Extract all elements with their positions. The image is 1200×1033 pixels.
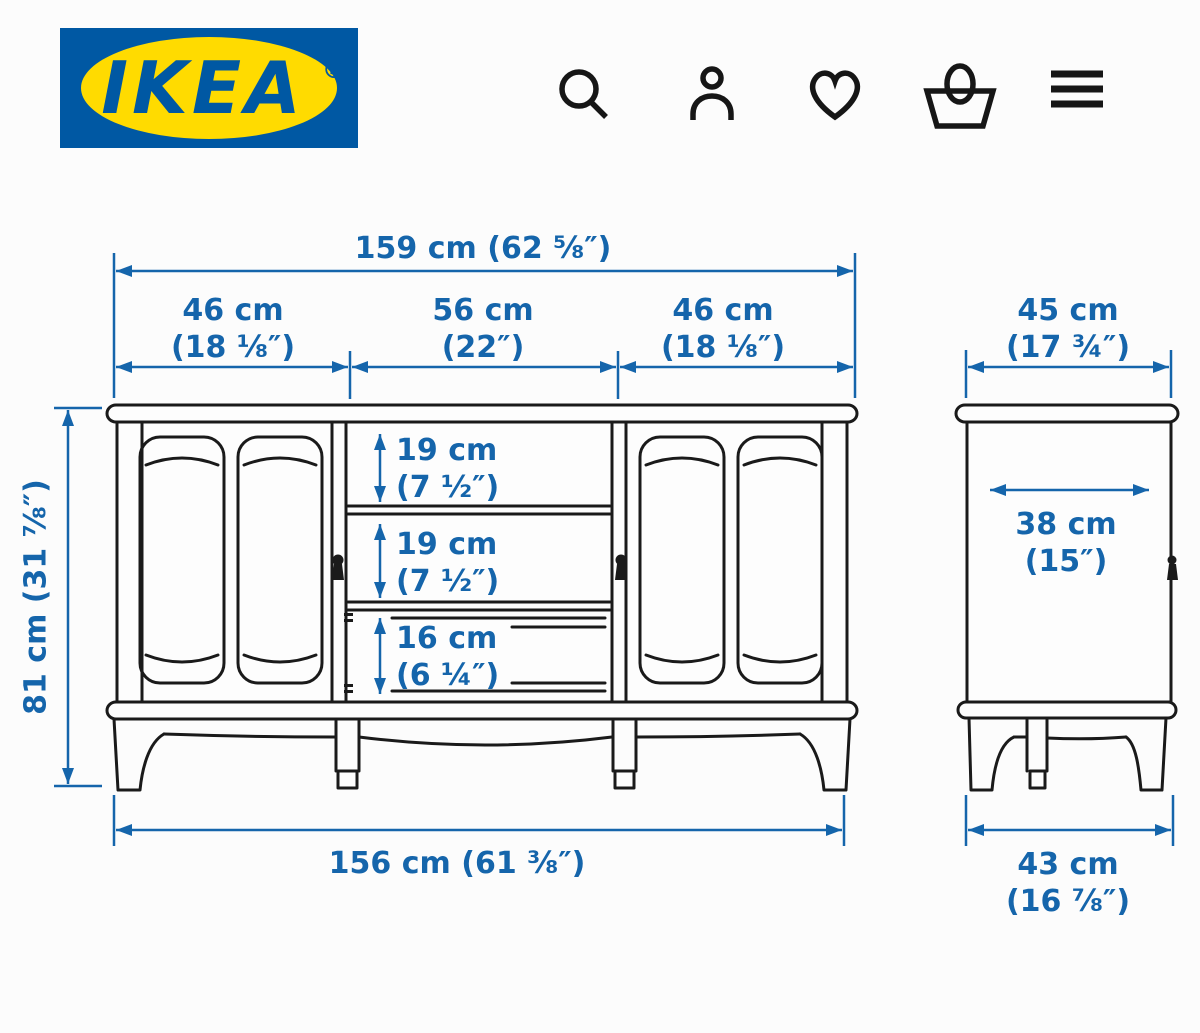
dim-overall-width: 159 cm (62 ⅝″) (354, 231, 612, 266)
dim-height: 81 cm (31 ⅞″) (18, 479, 54, 715)
ikea-logo[interactable]: IKEA ® (60, 28, 358, 148)
front-view-drawing (105, 403, 859, 792)
dim-inches: (7 ½″) (396, 470, 500, 505)
dim-inner-depth: 38 cm (15″) (1015, 506, 1116, 580)
dim-inches: (18 ⅛″) (660, 330, 786, 365)
dim-section-left: 46 cm (18 ⅛″) (171, 292, 295, 366)
search-button[interactable] (553, 64, 615, 126)
dim-inches: (6 ¼″) (396, 658, 500, 693)
dim-section-middle: 56 cm (22″) (432, 292, 533, 366)
dim-shelf-1: 19 cm (7 ½″) (396, 432, 499, 506)
dim-cm: 16 cm (396, 621, 498, 656)
side-view-drawing (954, 403, 1180, 792)
dimension-lines (54, 253, 1175, 846)
keyhole-left (332, 554, 344, 580)
drawer-front-lines (344, 613, 607, 693)
dim-section-right: 46 cm (18 ⅛″) (661, 292, 785, 366)
dim-cm: 38 cm (1015, 507, 1117, 542)
search-icon (559, 69, 608, 119)
dim-shelf-2: 19 cm (7 ½″) (396, 526, 499, 600)
dim-cm: 46 cm (182, 293, 284, 328)
dim-cm: 19 cm (396, 433, 498, 468)
dim-inches: (15″) (1024, 544, 1108, 579)
dim-inches: (22″) (441, 330, 525, 365)
logo-ellipse (81, 37, 337, 139)
wishlist-button[interactable] (804, 64, 866, 124)
hamburger-menu-icon (1051, 70, 1103, 108)
logo-text: IKEA (101, 46, 305, 130)
menu-button[interactable] (1050, 66, 1106, 118)
profile-icon (690, 66, 734, 120)
profile-button[interactable] (682, 64, 742, 126)
front-legs (112, 717, 852, 792)
dim-drawer: 16 cm (6 ¼″) (396, 620, 499, 694)
dim-base-depth: 43 cm (16 ⅞″) (1006, 846, 1130, 920)
door-panels (138, 435, 824, 685)
side-legs (967, 716, 1168, 792)
dim-cm: 56 cm (432, 293, 534, 328)
dim-base-width: 156 cm (61 ⅜″) (328, 846, 586, 881)
dim-inches: (16 ⅞″) (1005, 884, 1131, 919)
keyhole-right (615, 554, 627, 580)
shopping-bag-icon (923, 63, 997, 129)
dim-inches: (17 ¾″) (1005, 330, 1131, 365)
dim-cm: 46 cm (672, 293, 774, 328)
dim-inches: (7 ½″) (396, 564, 500, 599)
cart-button[interactable] (922, 60, 998, 130)
heart-icon (809, 70, 861, 121)
dim-cm: 43 cm (1017, 847, 1119, 882)
dim-cm: 45 cm (1017, 293, 1119, 328)
dim-cm: 19 cm (396, 527, 498, 562)
keyhole-side (1167, 555, 1178, 580)
dim-inches: (18 ⅛″) (170, 330, 296, 365)
dim-top-depth: 45 cm (17 ¾″) (1006, 292, 1130, 366)
registered-mark: ® (322, 56, 346, 84)
